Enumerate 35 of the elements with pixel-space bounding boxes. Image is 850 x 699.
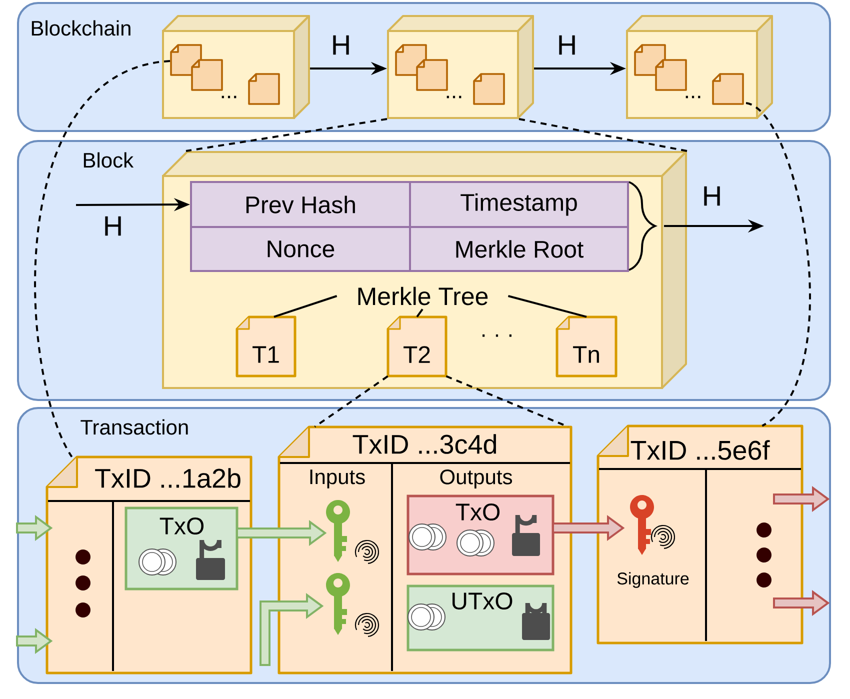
- block-arrow: [16, 515, 53, 541]
- block-drawing: [387, 15, 534, 119]
- key-icon: [326, 500, 350, 562]
- edge-label: H: [559, 35, 575, 55]
- connector-line: [416, 308, 424, 318]
- connector-line: [314, 375, 388, 428]
- block-drawing: [162, 15, 310, 119]
- connector-line: [508, 295, 587, 318]
- header-cell: Merkle Root: [409, 226, 629, 272]
- connector-line: [274, 295, 338, 318]
- header-cell: Timestamp: [409, 181, 629, 228]
- block-arrow: [236, 520, 327, 546]
- key-icon: [326, 573, 350, 635]
- edge-label: H: [105, 216, 121, 236]
- ellipsis: ...: [686, 96, 700, 98]
- block-arrow: [16, 628, 53, 654]
- connector-line: [34, 60, 170, 458]
- connector-line: [186, 118, 388, 152]
- header-cell: Prev Hash: [190, 181, 411, 228]
- block-drawing: [626, 15, 773, 119]
- tree-label: Merkle Tree: [358, 286, 488, 306]
- block-arrow: [773, 486, 830, 512]
- connector-line: [518, 118, 688, 152]
- block-arrow: [260, 593, 324, 666]
- transaction-document: TxID ...5e6f Signature: [596, 424, 804, 644]
- ellipsis: ...: [222, 96, 236, 98]
- block-arrow: [773, 590, 830, 616]
- ellipsis: ...: [446, 96, 462, 98]
- key-icon: [630, 495, 654, 555]
- ellipsis: · · ·: [482, 334, 512, 337]
- edge-label: H: [704, 186, 720, 206]
- edge-label: H: [333, 35, 349, 55]
- header-cell: Nonce: [190, 226, 411, 272]
- connector-line: [746, 102, 811, 427]
- block-arrow: [552, 515, 625, 541]
